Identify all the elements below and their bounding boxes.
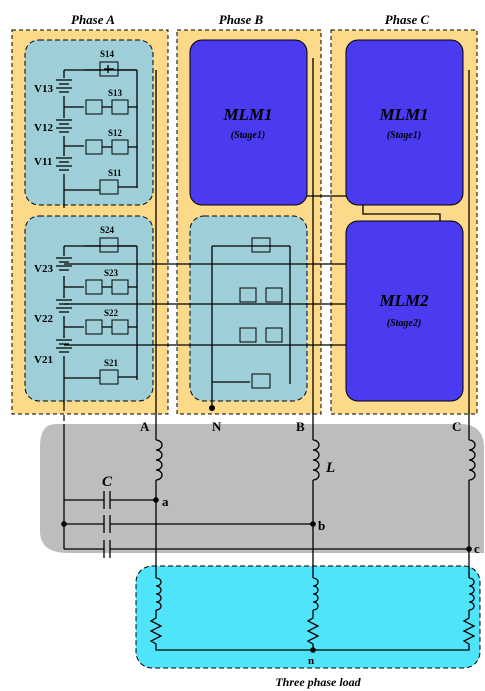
- load-phase-c: [313, 549, 476, 651]
- load-region: [135, 565, 481, 669]
- capacitor-C-label: C: [102, 474, 113, 490]
- inductor-c-icon: [468, 424, 476, 549]
- level-bus-lines: [64, 263, 346, 346]
- node-A-label: A: [140, 419, 150, 434]
- node-C-label: C: [452, 419, 461, 434]
- switch-s14-label: S14: [100, 49, 115, 59]
- phase-a-cell-stage1: [24, 39, 154, 206]
- switch-s14-icon: [99, 61, 119, 77]
- switch-s13-label: S13: [108, 88, 123, 98]
- switch-s11-label: S11: [108, 168, 122, 178]
- source-v23-label: V23: [34, 263, 53, 275]
- source-v11-label: V11: [34, 156, 52, 168]
- switch-b3a-icon: [239, 287, 257, 303]
- capacitor-c-icon: [103, 540, 111, 558]
- filter-region: [40, 424, 484, 553]
- phase-c-stage2-label: (Stage2): [387, 318, 421, 329]
- source-v12-label: V12: [34, 122, 53, 134]
- switch-s21-label: S21: [104, 358, 119, 368]
- inductor-b-icon: [312, 424, 320, 524]
- phase-b-stage1-label: (Stage1): [231, 130, 265, 141]
- phase-b-cell-stage2: [189, 215, 308, 402]
- switch-b2a-icon: [239, 327, 257, 343]
- switch-s12-label: S12: [108, 128, 123, 138]
- phase-c-mlm2-label: MLM2: [378, 291, 429, 310]
- switch-s24-icon: [84, 237, 137, 253]
- switch-s13-icon: [85, 99, 137, 115]
- node-cap-dot: [61, 521, 67, 527]
- phase-b-title: Phase B: [219, 12, 264, 27]
- switch-s22-label: S22: [104, 308, 119, 318]
- switch-b2b-icon: [265, 327, 283, 343]
- switch-s23-label: S23: [104, 268, 119, 278]
- phase-a-stage1-circuit: [56, 61, 138, 208]
- neutral-node-dot: [209, 405, 215, 411]
- switch-s21-icon: [99, 369, 137, 385]
- inductor-L-label: L: [325, 460, 335, 476]
- phase-b-mlm1: [189, 39, 308, 206]
- phase-a-title: Phase A: [71, 12, 115, 27]
- switch-b3b-icon: [265, 287, 283, 303]
- node-b-label: b: [318, 518, 325, 533]
- source-v22-label: V22: [34, 313, 53, 325]
- phase-c-mlm1-label: MLM1: [378, 105, 428, 124]
- switch-s11-icon: [99, 179, 137, 195]
- source-v13-label: V13: [34, 83, 53, 95]
- switch-s12-icon: [85, 139, 137, 155]
- load-title: Three phase load: [275, 675, 361, 689]
- phase-a-cell-stage2: [24, 215, 154, 402]
- load-phase-a: [149, 500, 313, 651]
- node-a-label: a: [162, 494, 169, 509]
- switch-b4-icon: [251, 237, 271, 253]
- capacitor-b-icon: [103, 515, 111, 533]
- switch-s22-icon: [85, 319, 137, 335]
- node-n-dot: [310, 647, 316, 653]
- phase-c-title: Phase C: [385, 12, 430, 27]
- phase-c-mlm1: [345, 39, 464, 206]
- node-N-label: N: [212, 419, 222, 434]
- switch-s23-icon: [85, 279, 137, 295]
- load-phase-b: [306, 524, 320, 650]
- node-n-label: n: [308, 655, 314, 667]
- switch-b1-icon: [251, 373, 271, 389]
- phase-b-mlm1-label: MLM1: [222, 105, 272, 124]
- phase-c-stage1-label: (Stage1): [387, 130, 421, 141]
- source-v21-label: V21: [34, 354, 53, 366]
- phase-a-stage2-circuit: [56, 237, 138, 405]
- phase-c-mlm2: [345, 220, 464, 402]
- phase-b-stage2-circuit: [211, 237, 291, 405]
- node-B-label: B: [296, 419, 305, 434]
- node-c-label: c: [474, 541, 480, 556]
- inductor-a-icon: [155, 424, 163, 500]
- switch-s24-label: S24: [100, 225, 115, 235]
- capacitor-a-icon: [103, 491, 111, 509]
